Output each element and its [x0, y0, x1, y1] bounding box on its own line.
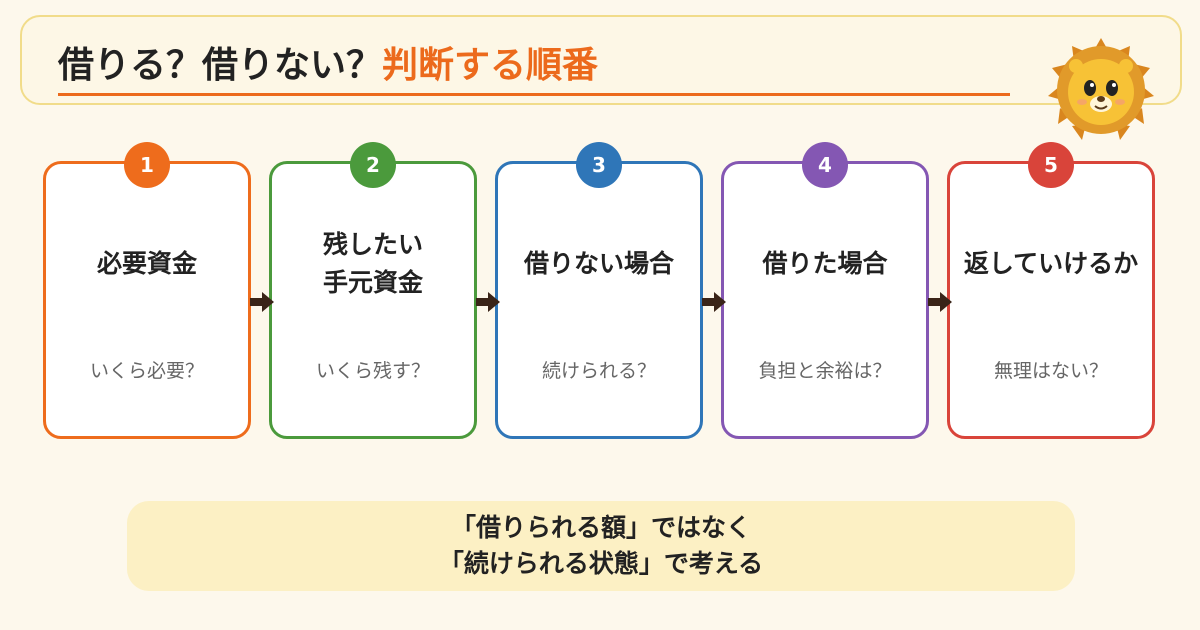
step-card-2: 2 残したい 手元資金 いくら残す？: [269, 142, 477, 439]
step-badge: 5: [1028, 142, 1074, 188]
arrow-right-icon: [250, 292, 274, 312]
title-panel: [20, 15, 1182, 105]
step-subtitle: 負担と余裕は？: [758, 360, 892, 382]
lion-mascot-icon: [1048, 38, 1154, 140]
title-accent: 判断する順番: [382, 45, 599, 86]
page-title: 借りる？借りない？判断する順番: [58, 38, 598, 94]
arrow-right-icon: [702, 292, 726, 312]
conclusion-line-2: 「続けられる状態」で考える: [438, 549, 764, 578]
arrow-right-icon: [928, 292, 952, 312]
arrow-right-icon: [476, 292, 500, 312]
step-badge: 2: [350, 142, 396, 188]
conclusion-line-1: 「借りられる額」ではなく: [450, 513, 751, 542]
step-title: 残したい 手元資金: [322, 230, 423, 297]
step-title: 借りた場合: [762, 249, 888, 278]
step-subtitle: いくら必要？: [89, 360, 204, 382]
step-subtitle: いくら残す？: [315, 360, 430, 382]
step-badge: 4: [802, 142, 848, 188]
step-badge: 3: [576, 142, 622, 188]
step-card-5: 5 返していけるか 無理はない？: [947, 142, 1155, 439]
step-card-1: 1 必要資金 いくら必要？: [43, 142, 251, 439]
step-badge: 1: [124, 142, 170, 188]
step-card-4: 4 借りた場合 負担と余裕は？: [721, 142, 929, 439]
step-title: 借りない場合: [523, 249, 674, 278]
title-main: 借りる？借りない？: [58, 45, 383, 86]
step-subtitle: 続けられる？: [541, 360, 656, 382]
step-title: 返していけるか: [963, 249, 1139, 278]
title-underline: [58, 93, 1010, 96]
step-subtitle: 無理はない？: [993, 360, 1108, 382]
step-card-3: 3 借りない場合 続けられる？: [495, 142, 703, 439]
conclusion-box: 「借りられる額」ではなく 「続けられる状態」で考える: [127, 501, 1075, 591]
step-title: 必要資金: [96, 249, 197, 278]
